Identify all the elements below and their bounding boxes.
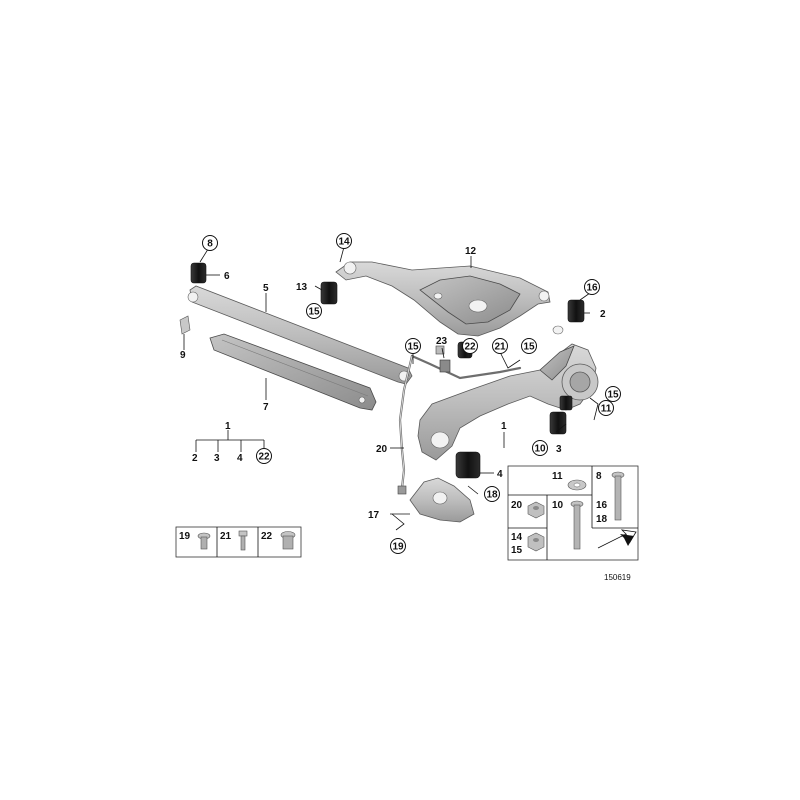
wheel-carrier-1 <box>417 325 599 461</box>
callout-21-text: 21 <box>494 342 506 353</box>
hardware-box-left: 19 21 22 <box>175 526 302 558</box>
box-label-18: 18 <box>596 514 608 525</box>
bushing-3 <box>549 411 567 435</box>
label-13: 13 <box>296 282 308 293</box>
callout-19: 19 <box>390 538 406 554</box>
callout-15-text: 15 <box>607 390 619 401</box>
callout-14: 14 <box>336 233 352 249</box>
callout-8: 8 <box>202 235 218 251</box>
callout-15-cable: 15 <box>405 338 421 354</box>
upper-control-arm-12 <box>335 261 551 337</box>
callout-22-group: 22 <box>256 448 272 464</box>
bushing-11 <box>559 395 573 411</box>
label-9: 9 <box>180 350 186 361</box>
callout-15-text: 15 <box>523 342 535 353</box>
callout-15-text: 15 <box>407 342 419 353</box>
label-12: 12 <box>465 246 477 257</box>
callout-15-carrier: 15 <box>521 338 537 354</box>
hardware-box-right: 11 8 16 18 20 10 14 15 <box>507 465 639 561</box>
callout-10: 10 <box>532 440 548 456</box>
label-17: 17 <box>368 510 380 521</box>
trailing-link-5 <box>187 285 413 385</box>
label-3: 3 <box>556 444 562 455</box>
bushing-9 <box>179 315 191 335</box>
box-label-8: 8 <box>596 471 602 482</box>
box-label-21: 21 <box>220 531 232 542</box>
bolt-19-icon <box>197 532 211 550</box>
label-1: 1 <box>501 421 507 432</box>
label-20: 20 <box>376 444 388 455</box>
callout-19-text: 19 <box>392 542 404 553</box>
callout-15-text: 15 <box>308 307 320 318</box>
box-label-20: 20 <box>511 500 523 511</box>
tree-label-2: 2 <box>192 453 198 464</box>
mount-bracket-17 <box>409 477 475 523</box>
screw-21-icon <box>238 530 248 551</box>
box-label-16: 16 <box>596 500 608 511</box>
tree-label-4: 4 <box>237 453 243 464</box>
callout-16: 16 <box>584 279 600 295</box>
label-4: 4 <box>497 469 503 480</box>
box-label-22: 22 <box>261 531 273 542</box>
tree-label-1: 1 <box>225 421 231 432</box>
callout-15-right: 15 <box>605 386 621 402</box>
callout-22-cable: 22 <box>462 338 478 354</box>
nut-20-icon <box>527 501 545 519</box>
bushing-6 <box>190 262 207 284</box>
box-label-14: 14 <box>511 532 523 543</box>
cable-clip-23 <box>435 345 451 373</box>
callout-11: 11 <box>598 400 614 416</box>
box-label-15: 15 <box>511 545 523 556</box>
callout-22-text: 22 <box>464 342 476 353</box>
bolt-22-icon <box>280 531 296 550</box>
assembly-1-tree: 1 2 3 4 <box>192 421 243 464</box>
box-label-10: 10 <box>552 500 564 511</box>
callout-18-text: 18 <box>486 490 498 501</box>
bushing-13 <box>320 281 338 305</box>
callout-21-cable: 21 <box>492 338 508 354</box>
callout-10-text: 10 <box>534 444 546 455</box>
label-23: 23 <box>436 336 448 347</box>
label-5: 5 <box>263 283 269 294</box>
washer-11-icon <box>567 479 587 491</box>
direction-arrow-icon <box>596 529 637 552</box>
lower-rail-7 <box>209 333 377 411</box>
label-7: 7 <box>263 402 269 413</box>
callout-8-text: 8 <box>207 239 213 250</box>
label-6: 6 <box>224 271 230 282</box>
callout-11-text: 11 <box>601 404 612 415</box>
bushing-4 <box>455 451 481 479</box>
box-label-19: 19 <box>179 531 191 542</box>
callout-14-text: 14 <box>338 237 350 248</box>
sensor-cable-20 <box>397 354 522 495</box>
callout-18: 18 <box>484 486 500 502</box>
label-2: 2 <box>600 309 606 320</box>
diagram-id: 150619 <box>604 573 631 582</box>
nut-14-icon <box>527 532 545 552</box>
callout-15-upper-arm: 15 <box>306 303 322 319</box>
bolt-8-icon <box>611 471 625 521</box>
callout-22-text: 22 <box>258 452 270 463</box>
number-labels: 6 5 9 7 13 12 2 23 1 3 4 20 17 <box>180 246 606 521</box>
tree-label-3: 3 <box>214 453 220 464</box>
callout-16-text: 16 <box>586 283 598 294</box>
bolt-10-icon <box>570 500 584 550</box>
box-label-11: 11 <box>552 471 563 482</box>
bushing-16 <box>567 299 585 323</box>
